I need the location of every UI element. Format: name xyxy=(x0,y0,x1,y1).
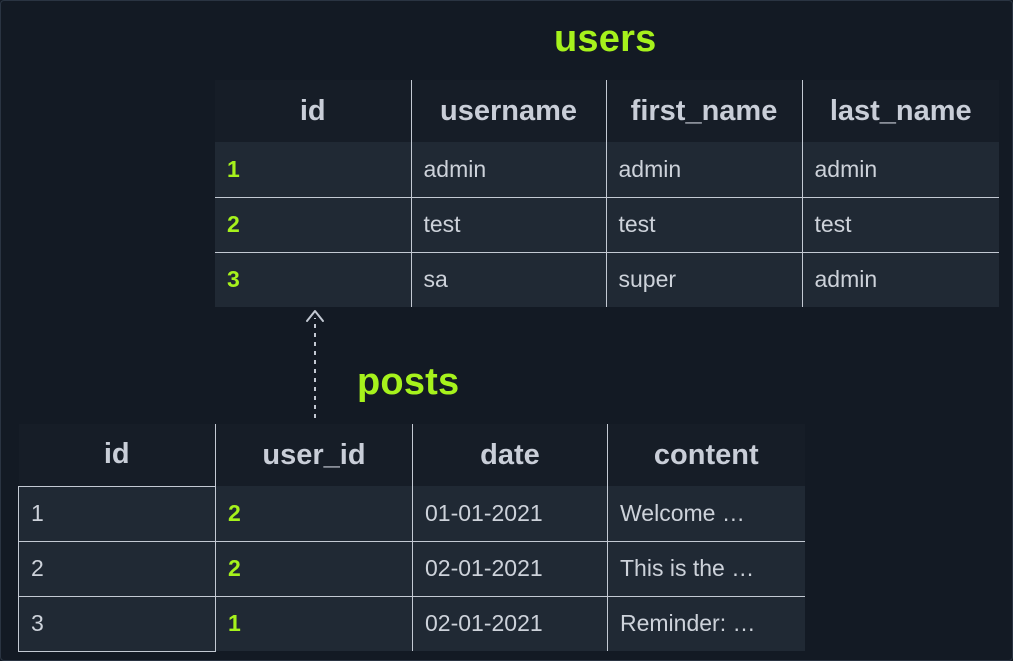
table-header-row: id user_id date content xyxy=(18,424,805,486)
user-id-cell: 1 xyxy=(215,142,411,197)
users-table: id username first_name last_name 1 admin… xyxy=(215,80,999,307)
user-id-cell: 3 xyxy=(215,251,411,307)
column-header-id: id xyxy=(215,80,411,142)
column-header-id: id xyxy=(18,424,216,486)
table-row: 2 2 02-01-2021 This is the … xyxy=(18,540,805,597)
date-cell: 01-01-2021 xyxy=(412,486,608,541)
table-row: 1 admin admin admin xyxy=(215,142,999,197)
user-id-fk-cell: 2 xyxy=(215,540,413,596)
post-id-cell: 1 xyxy=(18,485,216,542)
user-id-cell: 2 xyxy=(215,196,411,252)
user-id-fk-cell: 2 xyxy=(215,486,413,541)
post-id-cell: 2 xyxy=(18,540,216,597)
last-name-cell: admin xyxy=(801,142,999,197)
first-name-cell: test xyxy=(605,196,802,252)
first-name-cell: super xyxy=(605,251,802,307)
last-name-cell: test xyxy=(801,196,999,252)
column-header-username: username xyxy=(410,80,606,142)
user-id-fk-cell: 1 xyxy=(215,595,413,651)
column-header-date: date xyxy=(412,424,608,486)
table-row: 3 sa super admin xyxy=(215,251,999,307)
column-header-content: content xyxy=(607,424,805,486)
table-row: 2 test test test xyxy=(215,196,999,252)
first-name-cell: admin xyxy=(605,142,802,197)
users-table-title: users xyxy=(554,18,657,60)
last-name-cell: admin xyxy=(801,251,999,307)
date-cell: 02-01-2021 xyxy=(412,540,608,596)
posts-table-title: posts xyxy=(357,361,460,403)
content-cell: Welcome … xyxy=(607,486,805,541)
column-header-last-name: last_name xyxy=(801,80,999,142)
table-row: 1 2 01-01-2021 Welcome … xyxy=(18,485,805,542)
table-header-row: id username first_name last_name xyxy=(215,80,999,142)
column-header-user-id: user_id xyxy=(215,424,413,486)
column-header-first-name: first_name xyxy=(605,80,802,142)
content-cell: Reminder: … xyxy=(607,595,805,651)
posts-table: id user_id date content 1 2 01-01-2021 W… xyxy=(18,424,805,652)
content-cell: This is the … xyxy=(607,540,805,596)
username-cell: sa xyxy=(410,251,606,307)
date-cell: 02-01-2021 xyxy=(412,595,608,651)
table-row: 3 1 02-01-2021 Reminder: … xyxy=(18,595,805,652)
username-cell: test xyxy=(410,196,606,252)
post-id-cell: 3 xyxy=(18,595,216,652)
username-cell: admin xyxy=(410,142,606,197)
